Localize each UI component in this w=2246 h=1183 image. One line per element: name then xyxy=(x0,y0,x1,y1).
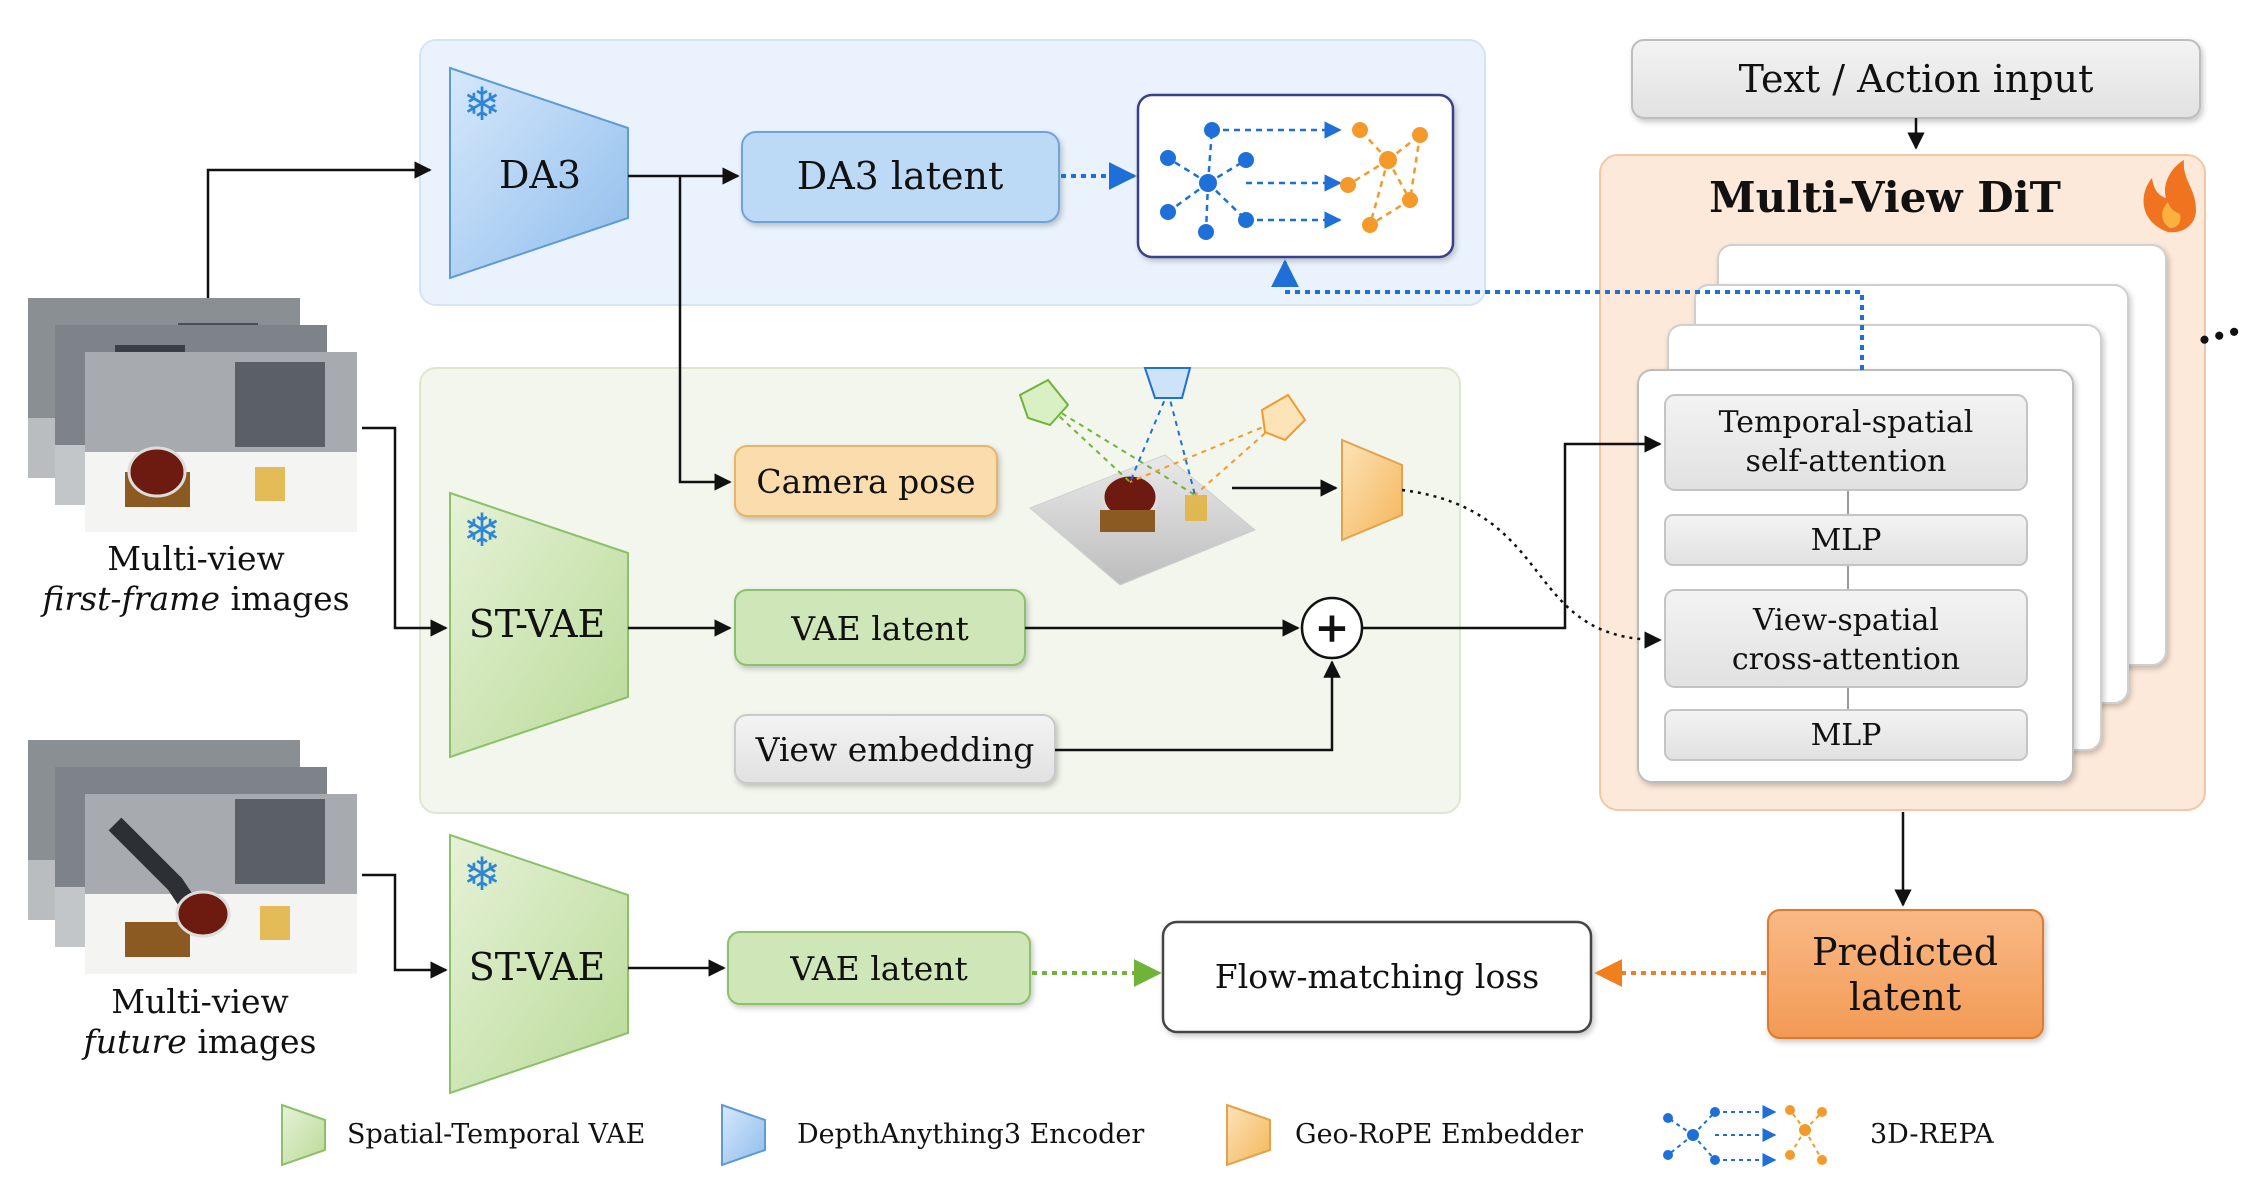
legend-geo-rope-label: Geo-RoPE Embedder xyxy=(1295,1119,1583,1150)
legend: Spatial-Temporal VAE DepthAnything3 Enco… xyxy=(281,1103,1994,1167)
legend-repa-label: 3D-REPA xyxy=(1870,1119,1994,1150)
flow-matching-loss-label: Flow-matching loss xyxy=(1215,957,1539,996)
da3-encoder-label: DA3 xyxy=(499,153,581,197)
future-caption-line2: future images xyxy=(81,1022,317,1061)
da3-latent-label: DA3 latent xyxy=(797,154,1003,198)
legend-st-vae-swatch xyxy=(281,1103,326,1167)
add-node-symbol: + xyxy=(1314,603,1349,652)
predicted-latent-label-line1: Predicted xyxy=(1812,930,1998,974)
snowflake-icon: ❄ xyxy=(463,77,502,131)
repa-feature-dotted-arrow xyxy=(1271,259,1864,370)
mlp-1-label: MLP xyxy=(1811,523,1882,558)
geo-rope-embedder xyxy=(1341,438,1403,542)
mlp-2-label: MLP xyxy=(1811,718,1882,753)
view-spatial-label-line1: View-spatial xyxy=(1752,603,1939,638)
legend-da3-swatch xyxy=(721,1103,766,1167)
legend-repa-swatch xyxy=(1663,1105,1827,1167)
temporal-spatial-label-line2: self-attention xyxy=(1745,444,1946,479)
vae-latent-middle-label: VAE latent xyxy=(790,609,969,648)
temporal-spatial-label-line1: Temporal-spatial xyxy=(1719,405,1974,440)
legend-geo-rope-swatch xyxy=(1226,1103,1271,1167)
legend-da3-label: DepthAnything3 Encoder xyxy=(797,1119,1144,1150)
future-caption-line1: Multi-view xyxy=(111,982,289,1021)
da3-latent-box xyxy=(741,131,1060,223)
mlp-box-2 xyxy=(1664,709,2028,761)
view-spatial-label-line2: cross-attention xyxy=(1732,642,1960,677)
vae-latent-box-bottom xyxy=(727,931,1031,1005)
repa-graph-icon xyxy=(1136,93,1455,259)
first-frame-caption-line2: first-frame images xyxy=(39,579,349,618)
mlp-box-1 xyxy=(1664,514,2028,566)
st-vae-bottom-label: ST-VAE xyxy=(469,945,606,989)
fire-icon xyxy=(2143,160,2196,233)
temporal-spatial-attention-box xyxy=(1664,394,2028,491)
da3-encoder xyxy=(449,66,629,280)
predicted-latent-label-line2: latent xyxy=(1849,975,1961,1019)
st-vae-encoder-bottom xyxy=(449,833,629,1095)
first-frame-image-stack xyxy=(28,298,357,532)
camera-frustum-icon xyxy=(1018,367,1307,586)
future-image-stack xyxy=(28,740,357,974)
flow-matching-loss-box xyxy=(1161,920,1593,1034)
st-vae-encoder-middle xyxy=(449,491,629,759)
view-spatial-attention-box xyxy=(1664,589,2028,688)
flow-arrows xyxy=(206,118,1925,979)
dit-title: Multi-View DiT xyxy=(1709,173,2061,222)
snowflake-icon: ❄ xyxy=(463,847,502,901)
snowflake-icon: ❄ xyxy=(463,503,502,557)
camera-pose-box xyxy=(734,445,998,517)
camera-pose-label: Camera pose xyxy=(756,462,975,501)
view-embedding-label: View embedding xyxy=(755,730,1035,769)
predicted-latent-box xyxy=(1767,909,2044,1039)
vae-latent-bottom-label: VAE latent xyxy=(789,949,968,988)
st-vae-middle-label: ST-VAE xyxy=(469,602,606,646)
legend-st-vae-label: Spatial-Temporal VAE xyxy=(347,1119,645,1150)
first-frame-caption-line1: Multi-view xyxy=(107,539,285,578)
text-action-input-label: Text / Action input xyxy=(1739,57,2094,101)
